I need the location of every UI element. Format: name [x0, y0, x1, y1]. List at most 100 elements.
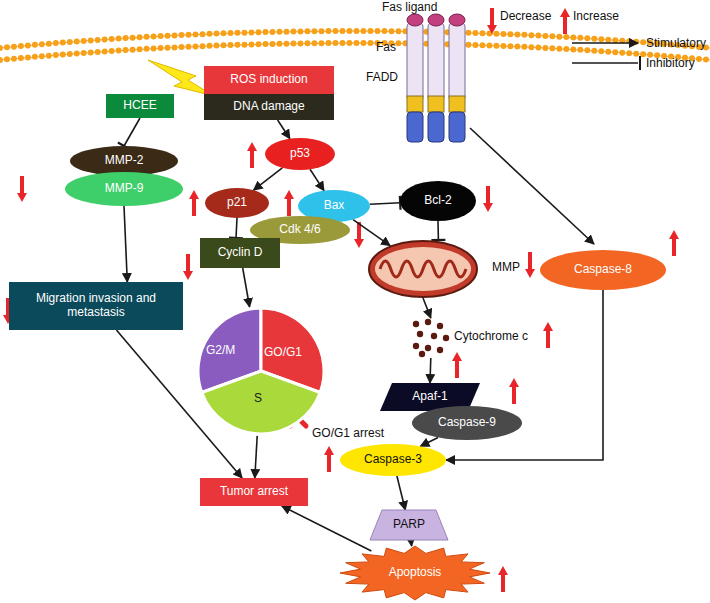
- connector-line: [397, 476, 405, 510]
- node-text: Cyclin D: [218, 246, 263, 260]
- node-text: Apoptosis: [389, 566, 442, 580]
- circle-shape: [417, 331, 423, 337]
- circle-shape: [425, 345, 431, 351]
- node-text: Tumor arrest: [220, 485, 288, 499]
- cell-membrane: [0, 31, 710, 60]
- node-text: MMP-2: [105, 154, 144, 168]
- connector-line: [310, 169, 324, 190]
- caspase-ellipse: Caspase-8: [540, 250, 666, 290]
- fas-receptor: [407, 14, 465, 142]
- node-text: PARP: [393, 518, 425, 532]
- stimulatory-connector: [255, 436, 257, 478]
- connector-line: [429, 358, 431, 383]
- node-text: MMP-9: [105, 182, 144, 196]
- connector-line: [254, 168, 283, 190]
- polygon-shape: [340, 546, 490, 600]
- node-text: Cdk 4/6: [279, 223, 320, 237]
- node-text: Caspase-9: [438, 416, 496, 430]
- node-outline: [368, 240, 478, 298]
- mitochondrion: MMP: [368, 240, 478, 298]
- protein-ellipse: p21: [205, 188, 269, 218]
- path-shape: [380, 261, 466, 277]
- cytochrome-release: Cytochrome c: [410, 318, 540, 358]
- node-text: Apaf-1: [412, 390, 447, 404]
- increase-arrow: [324, 446, 334, 472]
- node-text: G2/M: [206, 344, 235, 358]
- connector-line: [278, 120, 290, 139]
- caspase-ellipse: Caspase-9: [412, 406, 522, 440]
- connector-line: [243, 268, 250, 307]
- node-text: Cytochrome c: [454, 330, 528, 344]
- circle-shape: [413, 343, 419, 349]
- node-text: p21: [227, 196, 247, 210]
- stimulatory-connector: [397, 476, 405, 510]
- stimulatory-connector: [353, 220, 390, 246]
- legend-text: Stimulatory: [646, 36, 706, 50]
- connector-line: [353, 220, 390, 246]
- ellipse-shape: [375, 247, 471, 291]
- increase-arrow: [284, 190, 294, 216]
- circle-shape: [443, 335, 449, 341]
- circle-shape: [425, 319, 431, 325]
- decrease-arrow: [17, 176, 27, 202]
- circle-shape: [437, 323, 443, 329]
- connector-line: [124, 118, 140, 146]
- protein-ellipse: MMP-9: [65, 172, 183, 206]
- apoptosis-burst: Apoptosis: [340, 546, 490, 600]
- stimulatory-connector: [254, 168, 283, 190]
- legend-text: Inhibitory: [646, 56, 695, 70]
- inhibitory-connector: [118, 118, 140, 149]
- connector-line: [255, 436, 257, 478]
- substrate-box: PARP: [370, 510, 448, 540]
- receptor-label: Fas ligand: [382, 0, 437, 14]
- fas-signal-arrow: [470, 128, 594, 244]
- node-outline: [196, 306, 326, 436]
- connector-line: [410, 540, 412, 546]
- ellipse-shape: [369, 241, 477, 297]
- cell-cycle-pie: G2/M GO/G1S: [196, 306, 326, 436]
- decrease-arrow: [487, 8, 497, 34]
- stimulatory-connector: [430, 358, 432, 383]
- increase-arrow: [247, 142, 257, 168]
- connector-line: [124, 206, 127, 282]
- inhibitory-connector: [370, 196, 401, 210]
- stimulatory-connector: [410, 540, 412, 546]
- circle-shape: [413, 321, 419, 327]
- decrease-arrow: [525, 252, 535, 278]
- increase-arrow: [189, 190, 199, 216]
- inhibitory-connector: [229, 218, 243, 238]
- protein-ellipse: Bcl-2: [400, 181, 476, 221]
- increase-arrow: [509, 378, 519, 404]
- node-text: Caspase-3: [364, 453, 422, 467]
- outcome-box: Migration invasion and metastasis: [9, 282, 183, 330]
- legend-samples: [572, 43, 640, 70]
- stimulatory-connector: [243, 268, 250, 307]
- node-text: HCEE: [123, 99, 156, 113]
- increase-arrow: [560, 8, 570, 34]
- increase-arrow: [543, 322, 553, 348]
- drug-box: HCEE: [106, 94, 174, 118]
- stimulatory-connector: [423, 298, 431, 318]
- connector-line: [236, 218, 237, 238]
- change-arrows: [3, 8, 679, 592]
- receptor-label: FADD: [366, 70, 398, 84]
- node-text: Migration invasion and metastasis: [9, 292, 183, 320]
- node-text: Caspase-8: [574, 263, 632, 277]
- connector-line: [370, 203, 400, 205]
- connector-line: [420, 438, 438, 447]
- increase-arrow: [669, 230, 679, 256]
- circle-shape: [431, 333, 437, 339]
- connector-line: [437, 221, 439, 240]
- node-text: GO/G1: [264, 346, 302, 360]
- node-text: Bax: [324, 199, 345, 213]
- legend-text: Increase: [573, 9, 619, 23]
- node-text: S: [254, 392, 262, 406]
- circle-shape: [419, 351, 425, 357]
- node-text: ROS induction: [230, 73, 307, 87]
- polygon-shape: [370, 510, 448, 540]
- outcome-box: Tumor arrest: [200, 478, 308, 506]
- decrease-arrow: [183, 254, 193, 280]
- node-text: Bcl-2: [424, 194, 451, 208]
- node-text: DNA damage: [233, 100, 304, 114]
